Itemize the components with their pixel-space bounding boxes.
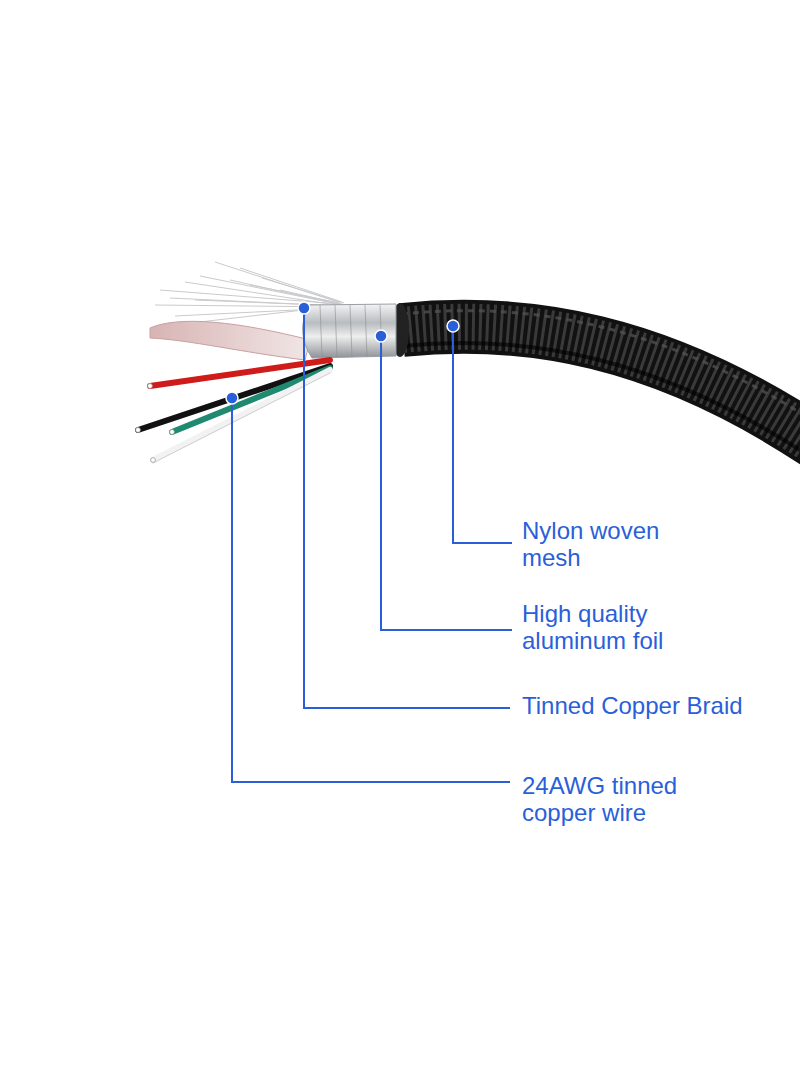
leader-dots bbox=[226, 302, 459, 404]
leader-lines bbox=[232, 308, 512, 782]
aluminum-foil bbox=[303, 304, 396, 358]
part-label: High quality aluminum foil bbox=[522, 600, 702, 654]
part-label: Tinned Copper Braid bbox=[522, 692, 792, 719]
foil-sheet bbox=[150, 321, 310, 360]
inner-wires bbox=[138, 360, 330, 463]
part-label: Nylon woven mesh bbox=[522, 517, 702, 571]
part-label: 24AWG tinned copper wire bbox=[522, 772, 702, 826]
